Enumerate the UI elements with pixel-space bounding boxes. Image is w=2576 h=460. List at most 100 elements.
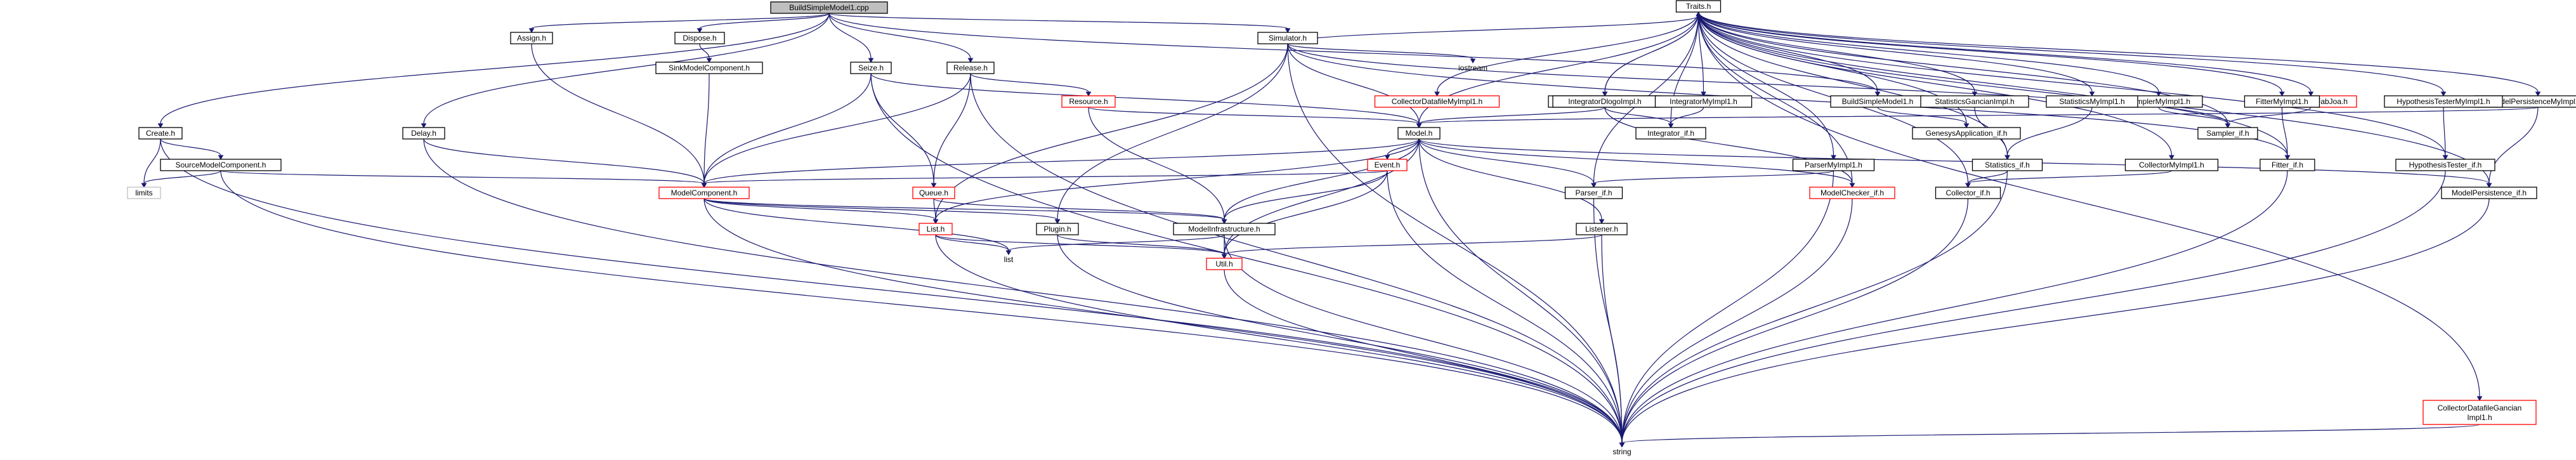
edge-modelcheckermyimpl1-h-to-modelchecker-if-h [1604,107,1855,188]
node-simulator-h[interactable]: Simulator.h [1257,32,1318,44]
node-delay-h[interactable]: Delay.h [402,127,445,140]
edge-model-h-to-list-h [932,138,1420,224]
node-label: BuildSimpleModel1.h [1842,97,1914,106]
node-label: Resource.h [1069,97,1108,106]
node-hypothesistestermyimpl1-h[interactable]: HypothesisTesterMyImpl1.h [2384,95,2503,108]
node-collectormyimpl1-h[interactable]: CollectorMyImpl1.h [2124,159,2219,171]
edge-event-h-to-modelcomponent-h [701,170,1388,188]
node-modelinfrastructure-h[interactable]: ModelInfrastructure.h [1173,223,1276,235]
node-label: SamplerMyImpl1.h [2127,97,2190,106]
node-label: iostream [1458,63,1487,72]
edge-seize-h-to-queue-h [870,73,937,188]
node-label: IntegratorMyImpl1.h [1670,97,1737,106]
edge-statistics-if-h-to-string [1619,170,2008,447]
node-genesysapplication-if-h[interactable]: GenesysApplication_if.h [1912,127,2021,140]
node-modelchecker-if-h[interactable]: ModelChecker_if.h [1809,187,1895,199]
node-label: ModelComponent.h [671,188,738,197]
node-label: Create.h [146,129,175,138]
node-util-h[interactable]: Util.h [1206,258,1243,270]
node-label: SinkModelComponent.h [669,63,750,72]
edge-delay-h-to-modelcomponent-h [423,138,707,188]
node-label: ModelInfrastructure.h [1188,225,1260,233]
node-label: StatisticsMyImpl1.h [2059,97,2124,106]
edge-modelcheckermyimpl1-h-to-model-h [1416,107,1605,128]
edge-queue-h-to-list-h [932,198,939,224]
edge-traits-h-to-collectordatafilemyimpl1-h [1434,11,1699,96]
edge-release-h-to-modelcomponent-h [701,73,971,188]
node-queue-h[interactable]: Queue.h [912,187,955,199]
node-limits[interactable]: limits [127,187,161,199]
edge-hypothesistester-if-h-to-string [1619,170,2446,447]
node-label: ModelPersistenceMyImpl1.h [2490,97,2576,106]
edge-release-h-to-string [970,73,1625,447]
edge-integratormyimpl1-h-to-integrator-if-h [1668,107,1704,128]
node-parsermyimpl1-h[interactable]: ParserMyImpl1.h [1792,159,1875,171]
edge-layer [141,11,2541,447]
edge-traits-h-to-modelpersistencemyimpl1-h [1697,11,2541,96]
node-plugin-h[interactable]: Plugin.h [1036,223,1079,235]
node-parser-if-h[interactable]: Parser_if.h [1564,187,1623,199]
edge-statisticsmyimpl1-h-to-statistics-if-h [2004,107,2093,160]
edge-sampler-bofabjoa-h-to-sampler-if-h [2225,107,2311,128]
edge-traits-h-to-fittermyimpl1-h [1697,11,2285,96]
edge-traits-h-to-collectordatafilegancianimpl-h [1697,11,2483,401]
node-label: CollectorDatafileGancian [2438,404,2522,412]
node-label: list [1004,255,1014,264]
edge-buildsimplemodel1-cpp-to-simulator-h [828,13,1291,33]
edge-modelinfrastructure-h-to-string [1224,234,1625,447]
node-modelcomponent-h[interactable]: ModelComponent.h [658,187,750,199]
node-label: Seize.h [858,63,884,72]
node-listener-h[interactable]: Listener.h [1576,223,1628,235]
edge-seize-h-to-modelcomponent-h [701,73,872,188]
node-integrator-if-h[interactable]: Integrator_if.h [1635,127,1706,140]
node-string[interactable]: string [1604,447,1640,457]
node-collector-if-h[interactable]: Collector_if.h [1935,187,2001,199]
node-model-h[interactable]: Model.h [1397,127,1441,140]
edge-release-h-to-queue-h [931,73,971,188]
node-label: Delay.h [411,129,436,138]
edge-modelcomponent-h-to-list-h [703,198,939,224]
edge-queue-h-to-modelinfrastructure-h [933,198,1227,224]
node-sinkmodelcomponent-h[interactable]: SinkModelComponent.h [655,62,763,74]
node-integratormyimpl1-h[interactable]: IntegratorMyImpl1.h [1654,95,1753,108]
node-statisticsgancianimpl-h[interactable]: StatisticsGancianImpl.h [1920,95,2029,108]
node-event-h[interactable]: Event.h [1367,159,1408,171]
node-collectordatafilemyimpl1-h[interactable]: CollectorDatafileMyImpl1.h [1374,95,1500,108]
node-dispose-h[interactable]: Dispose.h [674,32,725,44]
node-release-h[interactable]: Release.h [946,62,995,74]
edge-resource-h-to-modelinfrastructure-h [1088,107,1227,224]
node-sourcemodelcomponent-h[interactable]: SourceModelComponent.h [160,159,282,171]
node-list-h[interactable]: List.h [919,223,953,235]
node-label: Simulator.h [1269,34,1307,43]
edge-parsermyimpl1-h-to-parser-if-h [1591,170,1834,188]
node-resource-h[interactable]: Resource.h [1061,95,1116,108]
node-modelpersistence-if-h[interactable]: ModelPersistence_if.h [2441,187,2537,199]
node-seize-h[interactable]: Seize.h [850,62,892,74]
node-iostream[interactable]: iostream [1451,63,1495,73]
node-create-h[interactable]: Create.h [138,127,183,140]
node-label: Parser_if.h [1575,188,1612,197]
node-label: ModelPersistence_if.h [2452,188,2527,197]
node-list[interactable]: list [996,254,1021,265]
node-assign-h[interactable]: Assign.h [510,32,553,44]
node-buildsimplemodel1-h[interactable]: BuildSimpleModel1.h [1830,95,1925,108]
node-hypothesistester-if-h[interactable]: HypothesisTester_if.h [2395,159,2495,171]
edge-sourcemodelcomponent-h-to-limits [141,170,221,188]
node-label: Plugin.h [1043,225,1071,233]
node-fittermyimpl1-h[interactable]: FitterMyImpl1.h [2244,95,2320,108]
edge-buildsimplemodel1-cpp-to-assign-h [528,13,830,33]
edge-fittermyimpl1-h-to-fitter-if-h [2281,107,2291,160]
edge-modelpersistencemyimpl1-h-to-modelpersistence-if-h [2486,107,2539,188]
node-traits-h[interactable]: Traits.h [1675,0,1722,13]
node-integratordlogoimpl-h[interactable]: IntegratorDlogoImpl.h [1552,95,1657,108]
node-sampler-if-h[interactable]: Sampler_if.h [2197,127,2258,140]
edge-model-h-to-modelchecker-if-h [1418,138,1855,188]
node-statistics-if-h[interactable]: Statistics_if.h [1971,159,2043,171]
node-label: CollectorMyImpl1.h [2139,161,2204,169]
node-buildsimplemodel1-cpp[interactable]: BuildSimpleModel1.cpp [770,1,888,14]
node-fitter-if-h[interactable]: Fitter_if.h [2259,159,2315,171]
node-label: GenesysApplication_if.h [1926,129,2008,138]
node-statisticsmyimpl1-h[interactable]: StatisticsMyImpl1.h [2046,95,2138,108]
edge-integratordlogoimpl-h-to-integrator-if-h [1604,107,1674,128]
